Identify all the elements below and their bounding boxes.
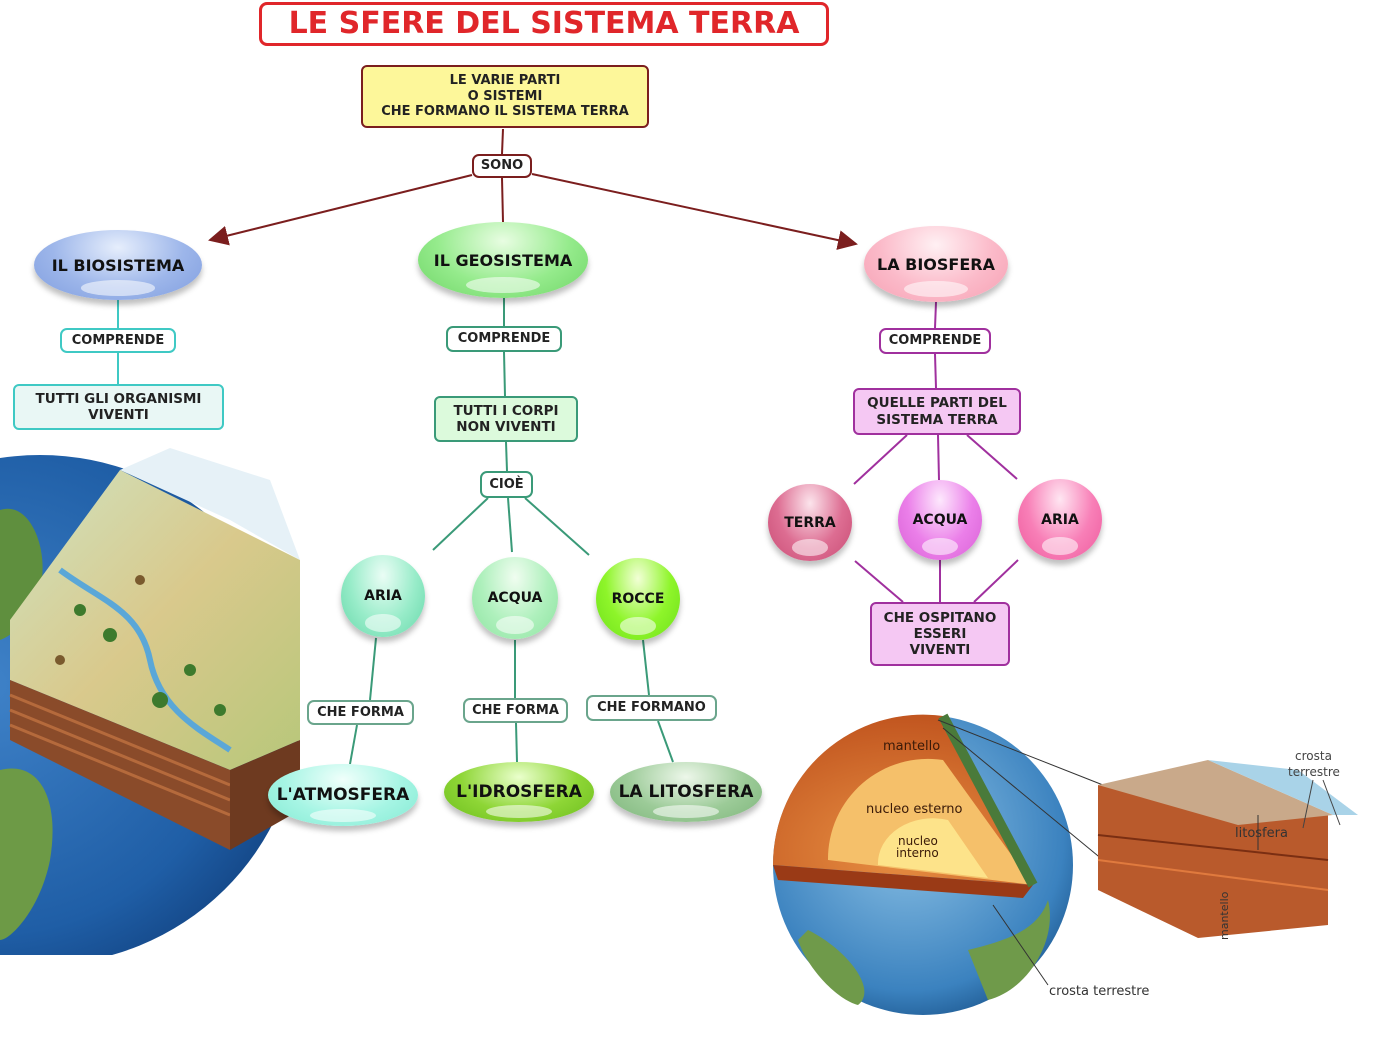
- label-mantello-side: mantello: [1218, 891, 1231, 940]
- link-che-forma-aria: CHE FORMA: [307, 700, 414, 725]
- node-acqua-bio: ACQUA: [898, 480, 982, 560]
- node-aria-geo: ARIA: [341, 555, 425, 637]
- node-atmosfera: L'ATMOSFERA: [268, 764, 418, 826]
- link-comprende-geosistema: COMPRENDE: [446, 326, 562, 352]
- label-crosta-terrestre: crosta terrestre: [1049, 984, 1149, 999]
- root-concept: LE VARIE PARTI O SISTEMI CHE FORMANO IL …: [361, 65, 649, 128]
- label-nucleo-esterno: nucleo esterno: [866, 802, 963, 817]
- biosfera-result: CHE OSPITANO ESSERI VIVENTI: [870, 602, 1010, 666]
- label-mantello: mantello: [883, 739, 940, 754]
- node-acqua-geo: ACQUA: [472, 557, 558, 639]
- node-aria-bio: ARIA: [1018, 479, 1102, 560]
- earth-interior-diagram: mantello nucleo esterno nucleo interno c…: [772, 713, 1358, 1015]
- link-sono: SONO: [472, 154, 532, 178]
- link-cioe: CIOÈ: [480, 471, 533, 498]
- node-biosfera: LA BIOSFERA: [864, 226, 1008, 302]
- earth-biosphere-illustration: [0, 448, 300, 955]
- page-title: LE SFERE DEL SISTEMA TERRA: [259, 2, 829, 46]
- node-terra: TERRA: [768, 484, 852, 561]
- node-idrosfera: L'IDROSFERA: [444, 762, 594, 822]
- geosistema-description: TUTTI I CORPI NON VIVENTI: [434, 396, 578, 442]
- label-nucleo-interno-1: nucleo: [898, 834, 938, 848]
- link-comprende-biosfera: COMPRENDE: [879, 328, 991, 354]
- node-litosfera: LA LITOSFERA: [610, 762, 762, 822]
- label-nucleo-interno-2: interno: [896, 846, 939, 860]
- link-comprende-biosistema: COMPRENDE: [60, 328, 176, 353]
- label-crosta-1: crosta: [1295, 749, 1332, 763]
- link-che-formano-rocce: CHE FORMANO: [586, 695, 717, 721]
- node-rocce: ROCCE: [596, 558, 680, 640]
- biosfera-description: QUELLE PARTI DEL SISTEMA TERRA: [853, 388, 1021, 435]
- biosistema-description: TUTTI GLI ORGANISMI VIVENTI: [13, 384, 224, 430]
- label-crosta-2: terrestre: [1288, 765, 1340, 779]
- node-geosistema: IL GEOSISTEMA: [418, 222, 588, 298]
- node-biosistema: IL BIOSISTEMA: [34, 230, 202, 300]
- label-litosfera: litosfera: [1235, 826, 1288, 841]
- link-che-forma-acqua: CHE FORMA: [463, 698, 568, 723]
